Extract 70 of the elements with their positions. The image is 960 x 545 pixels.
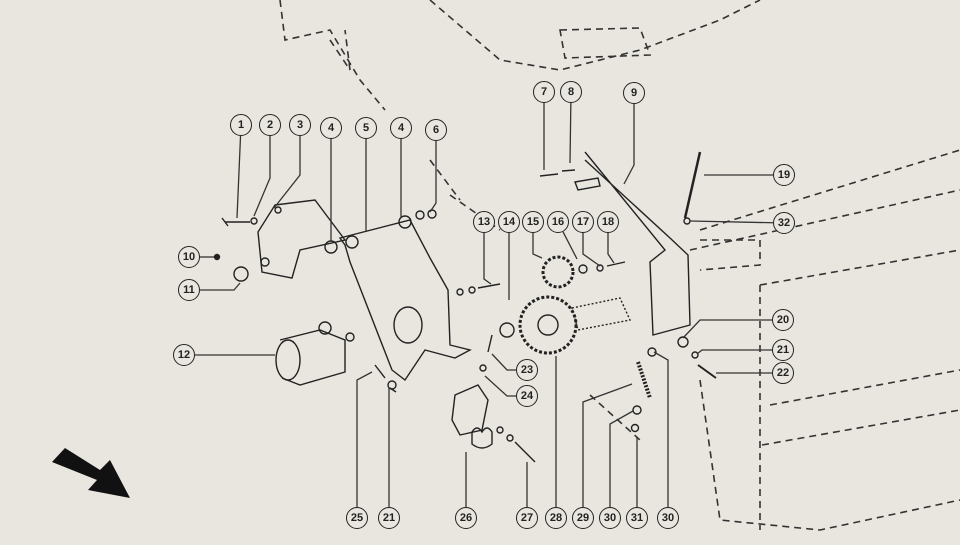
leader-line: [654, 351, 669, 507]
leader-line: [582, 383, 632, 507]
leader-line: [696, 349, 772, 354]
callout-number: 5: [355, 117, 377, 139]
leader-line: [483, 233, 492, 285]
callout-number: 1: [230, 114, 252, 136]
callout-number: 28: [545, 507, 567, 529]
leader-line: [562, 231, 578, 260]
callout-number: 9: [623, 82, 645, 104]
leader-line: [200, 256, 214, 258]
leader-line: [465, 452, 467, 507]
leader-line: [195, 354, 275, 356]
leader-line: [388, 388, 390, 507]
leader-line: [582, 233, 600, 267]
callout-number: 10: [178, 246, 200, 268]
leader-line: [526, 462, 528, 507]
callout-number: 17: [572, 211, 594, 233]
leader-line: [253, 136, 271, 216]
callout-number: 27: [516, 507, 538, 529]
callout-number: 2: [259, 114, 281, 136]
callout-number: 26: [455, 507, 477, 529]
leader-line: [607, 233, 615, 264]
leader-line: [200, 282, 240, 291]
callout-number: 32: [773, 212, 795, 234]
callout-number: 15: [522, 211, 544, 233]
leader-line: [356, 371, 372, 507]
callout-number: 30: [599, 507, 621, 529]
callout-number: 21: [378, 507, 400, 529]
leader-line: [365, 139, 367, 232]
leader-line: [532, 233, 542, 259]
leader-line: [704, 174, 773, 176]
leader-line: [716, 372, 772, 374]
callout-number: 3: [289, 114, 311, 136]
callout-number: 16: [547, 211, 569, 233]
leader-line: [429, 141, 437, 212]
leader-line: [543, 103, 545, 170]
leader-line: [400, 139, 402, 218]
callout-number: 31: [626, 507, 648, 529]
callout-number: 23: [516, 359, 538, 381]
callout-number: 19: [773, 164, 795, 186]
callout-number: 24: [516, 385, 538, 407]
leader-line: [508, 233, 510, 300]
callout-number: 20: [772, 309, 794, 331]
leader-line: [682, 319, 772, 338]
callout-number: 14: [498, 211, 520, 233]
callout-number: 6: [425, 119, 447, 141]
leader-line: [273, 136, 301, 208]
callout-number: 25: [346, 507, 368, 529]
callout-number: 11: [178, 279, 200, 301]
leader-line: [236, 136, 242, 218]
leader-line: [555, 356, 557, 507]
leader-line: [623, 104, 635, 184]
callout-number: 21: [772, 339, 794, 361]
callout-number: 22: [772, 362, 794, 384]
callout-number: 30: [657, 507, 679, 529]
callout-number: 12: [173, 344, 195, 366]
leader-line: [690, 220, 774, 224]
leader-line: [609, 410, 634, 507]
callout-number: 4: [390, 117, 412, 139]
leader-line: [492, 354, 516, 371]
callout-number: 29: [572, 507, 594, 529]
leader-line: [330, 139, 332, 241]
callout-number: 18: [597, 211, 619, 233]
callout-number: 13: [473, 211, 495, 233]
leader-line: [636, 437, 638, 507]
callout-number: 7: [533, 81, 555, 103]
callout-number: 4: [320, 117, 342, 139]
callout-number: 8: [560, 81, 582, 103]
leader-line: [569, 103, 572, 163]
leader-line: [484, 376, 516, 397]
